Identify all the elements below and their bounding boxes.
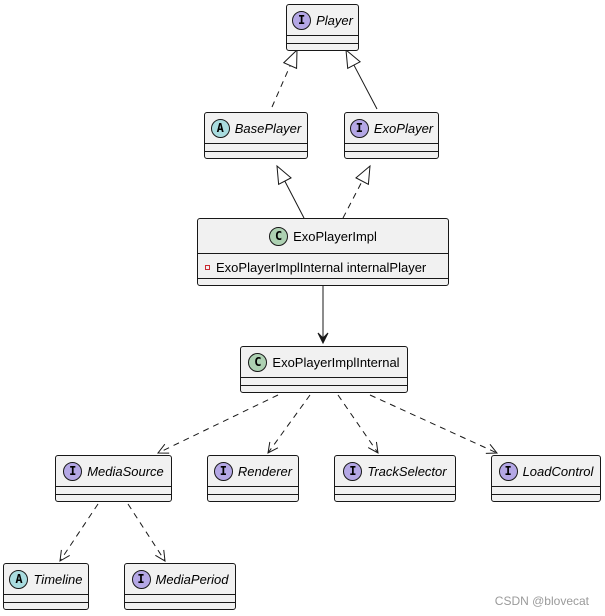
edge-mediasource-timeline — [59, 503, 99, 562]
class-name: TrackSelector — [367, 463, 447, 479]
node-header: I ExoPlayer — [345, 113, 438, 143]
node-header: C ExoPlayerImplInternal — [241, 347, 407, 377]
interface-badge-icon: I — [498, 461, 518, 481]
edge-exoplayerimplinternal-loadcontrol — [369, 394, 498, 454]
divider — [198, 253, 448, 254]
node-trackselector[interactable]: I TrackSelector — [334, 455, 456, 502]
divider — [4, 594, 88, 595]
divider — [205, 143, 307, 144]
divider — [125, 594, 235, 595]
divider — [208, 494, 298, 495]
node-mediasource[interactable]: I MediaSource — [55, 455, 172, 502]
arrowhead-dependency-icon — [156, 443, 170, 454]
class-name: ExoPlayerImplInternal — [272, 354, 400, 370]
abstract-badge-icon: A — [9, 569, 29, 589]
node-header: I MediaSource — [56, 456, 171, 486]
arrowhead-dependency-icon — [59, 549, 70, 562]
class-name: ExoPlayerImpl — [293, 228, 377, 244]
node-header: I MediaPeriod — [125, 564, 235, 594]
node-mediaperiod[interactable]: I MediaPeriod — [124, 563, 236, 610]
arrowhead-dependency-icon — [267, 441, 279, 454]
arrowhead-association-icon — [317, 332, 329, 345]
divider — [287, 35, 358, 36]
arrowhead-generalization-icon — [345, 48, 361, 70]
class-name: LoadControl — [522, 463, 594, 479]
node-header: A BasePlayer — [205, 113, 307, 143]
divider — [208, 486, 298, 487]
divider — [345, 151, 438, 152]
divider — [492, 486, 600, 487]
arrowhead-realization-icon — [282, 48, 298, 70]
divider — [241, 377, 407, 378]
divider — [205, 151, 307, 152]
class-name: MediaSource — [87, 463, 164, 479]
watermark: CSDN @blovecat — [494, 594, 589, 608]
node-header: A Timeline — [4, 564, 88, 594]
divider — [4, 602, 88, 603]
interface-badge-icon: I — [213, 461, 233, 481]
interface-badge-icon: I — [131, 569, 151, 589]
divider — [335, 494, 455, 495]
edge-exoplayerimplinternal-renderer — [267, 394, 311, 454]
node-header: I Renderer — [208, 456, 298, 486]
private-visibility-icon — [205, 264, 210, 270]
class-badge-icon: C — [248, 352, 268, 372]
node-loadcontrol[interactable]: I LoadControl — [491, 455, 601, 502]
node-baseplayer[interactable]: A BasePlayer — [204, 112, 308, 159]
divider — [198, 278, 448, 279]
class-name: Timeline — [33, 571, 83, 587]
divider — [492, 494, 600, 495]
class-name: MediaPeriod — [155, 571, 229, 587]
class-name: ExoPlayer — [373, 120, 434, 136]
edge-exoplayerimplinternal-mediasource — [157, 394, 279, 454]
node-exoplayerimpl[interactable]: C ExoPlayerImpl ExoPlayerImplInternal in… — [197, 218, 449, 286]
interface-badge-icon: I — [292, 10, 312, 30]
node-renderer[interactable]: I Renderer — [207, 455, 299, 502]
divider — [56, 486, 171, 487]
edge-exoplayerimplinternal-trackselector — [337, 394, 379, 454]
edge-exoplayer-player — [353, 64, 378, 110]
edge-exoplayerimpl-baseplayer — [284, 180, 305, 219]
node-header: I LoadControl — [492, 456, 600, 486]
interface-badge-icon: I — [63, 461, 83, 481]
divider — [345, 143, 438, 144]
divider — [56, 494, 171, 495]
arrowhead-dependency-icon — [155, 549, 166, 562]
edge-baseplayer-player — [271, 65, 291, 108]
edge-mediasource-mediaperiod — [127, 503, 166, 562]
class-name: Renderer — [237, 463, 293, 479]
divider — [287, 43, 358, 44]
abstract-badge-icon: A — [210, 118, 230, 138]
divider — [125, 602, 235, 603]
arrowhead-generalization-icon — [276, 164, 292, 186]
node-header: I Player — [287, 5, 358, 35]
node-header: C ExoPlayerImpl — [198, 219, 448, 253]
divider — [335, 486, 455, 487]
class-name: BasePlayer — [234, 120, 302, 136]
node-exoplayer[interactable]: I ExoPlayer — [344, 112, 439, 159]
node-exoplayerimplinternal[interactable]: C ExoPlayerImplInternal — [240, 346, 408, 393]
class-name: Player — [316, 12, 353, 28]
interface-badge-icon: I — [349, 118, 369, 138]
interface-badge-icon: I — [343, 461, 363, 481]
arrowhead-dependency-icon — [485, 443, 499, 454]
node-header: I TrackSelector — [335, 456, 455, 486]
node-timeline[interactable]: A Timeline — [3, 563, 89, 610]
class-badge-icon: C — [269, 226, 289, 246]
node-player[interactable]: I Player — [286, 4, 359, 51]
arrowhead-dependency-icon — [367, 441, 379, 454]
divider — [241, 385, 407, 386]
edge-exoplayerimpl-exoplayer — [342, 180, 363, 219]
field-text: ExoPlayerImplInternal internalPlayer — [216, 259, 427, 275]
field-row: ExoPlayerImplInternal internalPlayer — [205, 257, 426, 277]
arrowhead-realization-icon — [355, 164, 371, 186]
